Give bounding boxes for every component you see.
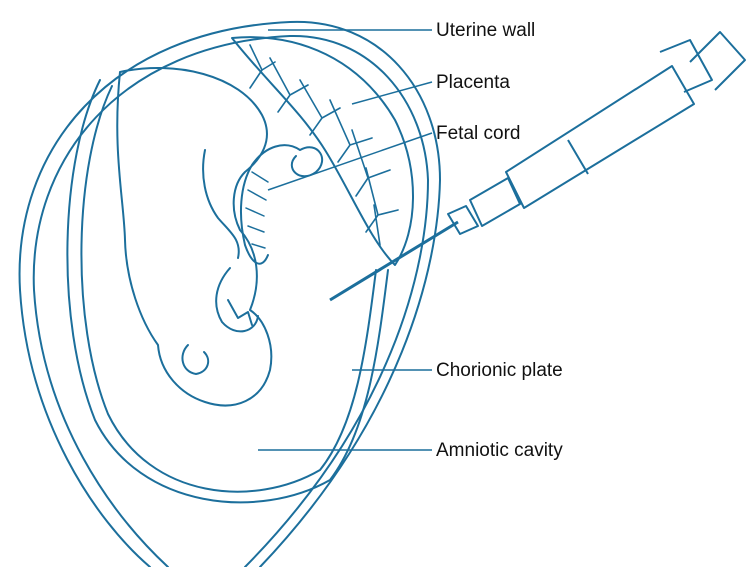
label-uterine-wall: Uterine wall	[436, 20, 535, 41]
fetus-hand	[228, 300, 252, 325]
leader-placenta	[352, 82, 432, 104]
syringe-mark	[568, 140, 588, 174]
fetus-ear	[182, 345, 208, 374]
amnion-line	[81, 86, 376, 492]
fetus-body	[117, 68, 271, 405]
label-placenta: Placenta	[436, 72, 510, 93]
syringe	[330, 32, 745, 300]
syringe-barrel	[506, 66, 694, 208]
syringe-plunger	[690, 32, 745, 90]
syringe-hub	[448, 206, 478, 234]
fetal-cord	[241, 145, 322, 264]
fetal-cord-twist	[246, 172, 268, 248]
syringe-needle	[330, 222, 458, 300]
label-fetal-cord: Fetal cord	[436, 123, 520, 144]
uterine-wall-inner	[34, 36, 428, 567]
placenta-vessels	[250, 45, 398, 245]
label-amniotic-cavity: Amniotic cavity	[436, 440, 563, 461]
label-chorionic-plate: Chorionic plate	[436, 360, 563, 381]
